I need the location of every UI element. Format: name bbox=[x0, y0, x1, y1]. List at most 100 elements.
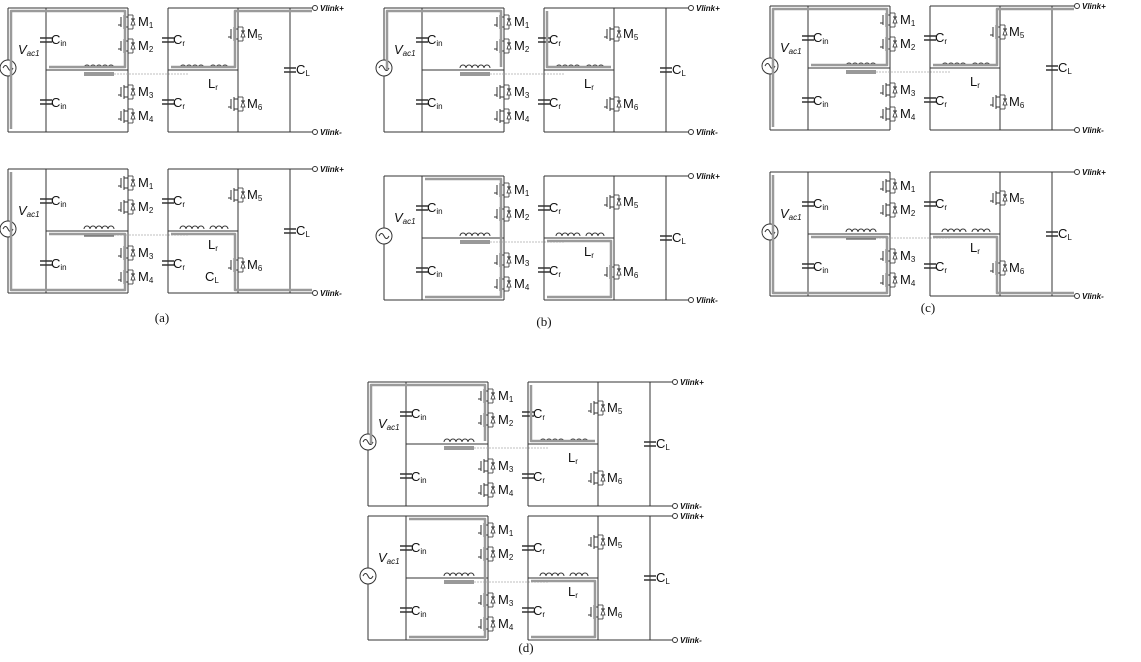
cr-label: Cr bbox=[173, 193, 185, 209]
m6-label: M6 bbox=[623, 264, 639, 280]
resonant-inductor bbox=[569, 572, 589, 577]
resonant-inductor bbox=[569, 438, 589, 443]
vlink-neg-terminal: Vlink- bbox=[696, 296, 718, 305]
vlink-neg-terminal: Vlink- bbox=[680, 502, 702, 511]
mosfet-m5 bbox=[604, 194, 622, 210]
vlink-neg-terminal: Vlink- bbox=[1082, 292, 1104, 301]
m3-label: M3 bbox=[138, 84, 154, 100]
mosfet-m5 bbox=[588, 400, 606, 416]
transformer-primary bbox=[83, 225, 115, 230]
mosfet-m4 bbox=[478, 616, 496, 632]
m6-label: M6 bbox=[247, 257, 263, 273]
mosfet-m6 bbox=[588, 470, 606, 486]
m4-label: M4 bbox=[138, 269, 154, 285]
mosfet-m5 bbox=[990, 24, 1008, 40]
transformer-primary bbox=[443, 572, 475, 577]
m6-label: M6 bbox=[247, 96, 263, 112]
m2-label: M2 bbox=[900, 36, 916, 52]
m3-label: M3 bbox=[138, 245, 154, 261]
mosfet-m2 bbox=[118, 199, 136, 215]
cin-label: Cin bbox=[51, 193, 67, 209]
source-label: Vac1 bbox=[394, 210, 416, 226]
m2-label: M2 bbox=[138, 38, 154, 54]
cr-label: Cr bbox=[533, 540, 545, 556]
mosfet-m6 bbox=[588, 604, 606, 620]
resonant-inductor bbox=[971, 62, 991, 67]
mosfet-m4 bbox=[118, 108, 136, 124]
m3-label: M3 bbox=[498, 458, 514, 474]
m2-label: M2 bbox=[498, 546, 514, 562]
cr-label: Cr bbox=[533, 469, 545, 485]
mosfet-m5 bbox=[228, 187, 246, 203]
cin-label: Cin bbox=[813, 196, 829, 212]
caption-a: (a) bbox=[155, 310, 169, 325]
m3-label: M3 bbox=[498, 592, 514, 608]
cr-label: Cr bbox=[549, 200, 561, 216]
cin-label: Cin bbox=[427, 95, 443, 111]
mosfet-m4 bbox=[494, 108, 512, 124]
cr-label: Cr bbox=[935, 259, 947, 275]
mosfet-m2 bbox=[118, 38, 136, 54]
m4-label: M4 bbox=[900, 272, 916, 288]
cin-label: Cin bbox=[427, 263, 443, 279]
resonant-inductor bbox=[971, 228, 991, 233]
vlink-neg-terminal: Vlink- bbox=[320, 128, 342, 137]
converter-5: Vac1CinCinM1M2M3M4CrCrLrM5M6CLVlink+Vlin… bbox=[761, 168, 1106, 301]
converter-0: Vac1CinCinM1M2M3M4CrCrLrM5M6CLVlink+Vlin… bbox=[0, 4, 344, 137]
m5-label: M5 bbox=[247, 187, 263, 203]
m5-label: M5 bbox=[607, 400, 623, 416]
converter-7: Vac1CinCinM1M2M3M4CrCrLrM5M6CLVlink+Vlin… bbox=[359, 512, 704, 645]
vlink-neg-terminal: Vlink- bbox=[320, 289, 342, 298]
resonant-inductor bbox=[585, 232, 605, 237]
mosfet-m4 bbox=[478, 482, 496, 498]
m6-label: M6 bbox=[1009, 260, 1025, 276]
mosfet-m3 bbox=[118, 245, 136, 261]
ac-source bbox=[359, 433, 377, 451]
cr-label: Cr bbox=[533, 603, 545, 619]
source-label: Vac1 bbox=[18, 203, 40, 219]
m3-label: M3 bbox=[514, 252, 530, 268]
m1-label: M1 bbox=[498, 522, 514, 538]
converter-4: Vac1CinCinM1M2M3M4CrCrLrM5M6CLVlink+Vlin… bbox=[761, 2, 1106, 135]
extra-cl-label: CL bbox=[205, 269, 219, 285]
vlink-pos-terminal: Vlink+ bbox=[680, 378, 704, 387]
m5-label: M5 bbox=[1009, 24, 1025, 40]
mosfet-m2 bbox=[494, 38, 512, 54]
mosfet-m1 bbox=[478, 388, 496, 404]
m3-label: M3 bbox=[900, 248, 916, 264]
cin-label: Cin bbox=[427, 200, 443, 216]
converter-3: Vac1CinCinM1M2M3M4CrCrLrM5M6CLVlink+Vlin… bbox=[375, 172, 720, 305]
cr-label: Cr bbox=[173, 32, 185, 48]
cin-label: Cin bbox=[51, 32, 67, 48]
mosfet-m6 bbox=[990, 260, 1008, 276]
vlink-neg-terminal: Vlink- bbox=[680, 636, 702, 645]
lr-label: Lr bbox=[584, 76, 594, 92]
vlink-pos-terminal: Vlink+ bbox=[696, 172, 720, 181]
mosfet-m5 bbox=[990, 190, 1008, 206]
mosfet-m1 bbox=[880, 178, 898, 194]
transformer-primary bbox=[459, 64, 491, 69]
mosfet-m3 bbox=[478, 592, 496, 608]
source-label: Vac1 bbox=[394, 42, 416, 58]
cl-label: CL bbox=[656, 570, 670, 586]
source-label: Vac1 bbox=[378, 550, 400, 566]
m6-label: M6 bbox=[1009, 94, 1025, 110]
cin-label: Cin bbox=[813, 30, 829, 46]
transformer-secondary bbox=[555, 232, 581, 237]
cin-label: Cin bbox=[51, 95, 67, 111]
source-label: Vac1 bbox=[780, 40, 802, 56]
cr-label: Cr bbox=[173, 95, 185, 111]
m2-label: M2 bbox=[900, 202, 916, 218]
cin-label: Cin bbox=[411, 540, 427, 556]
source-label: Vac1 bbox=[378, 416, 400, 432]
vlink-neg-terminal: Vlink- bbox=[1082, 126, 1104, 135]
mosfet-m2 bbox=[478, 546, 496, 562]
vlink-pos-terminal: Vlink+ bbox=[680, 512, 704, 521]
transformer-primary bbox=[459, 232, 491, 237]
m1-label: M1 bbox=[498, 388, 514, 404]
mosfet-m4 bbox=[880, 106, 898, 122]
mosfet-m6 bbox=[228, 257, 246, 273]
mosfet-m6 bbox=[604, 264, 622, 280]
m4-label: M4 bbox=[514, 276, 530, 292]
ac-source bbox=[375, 227, 393, 245]
